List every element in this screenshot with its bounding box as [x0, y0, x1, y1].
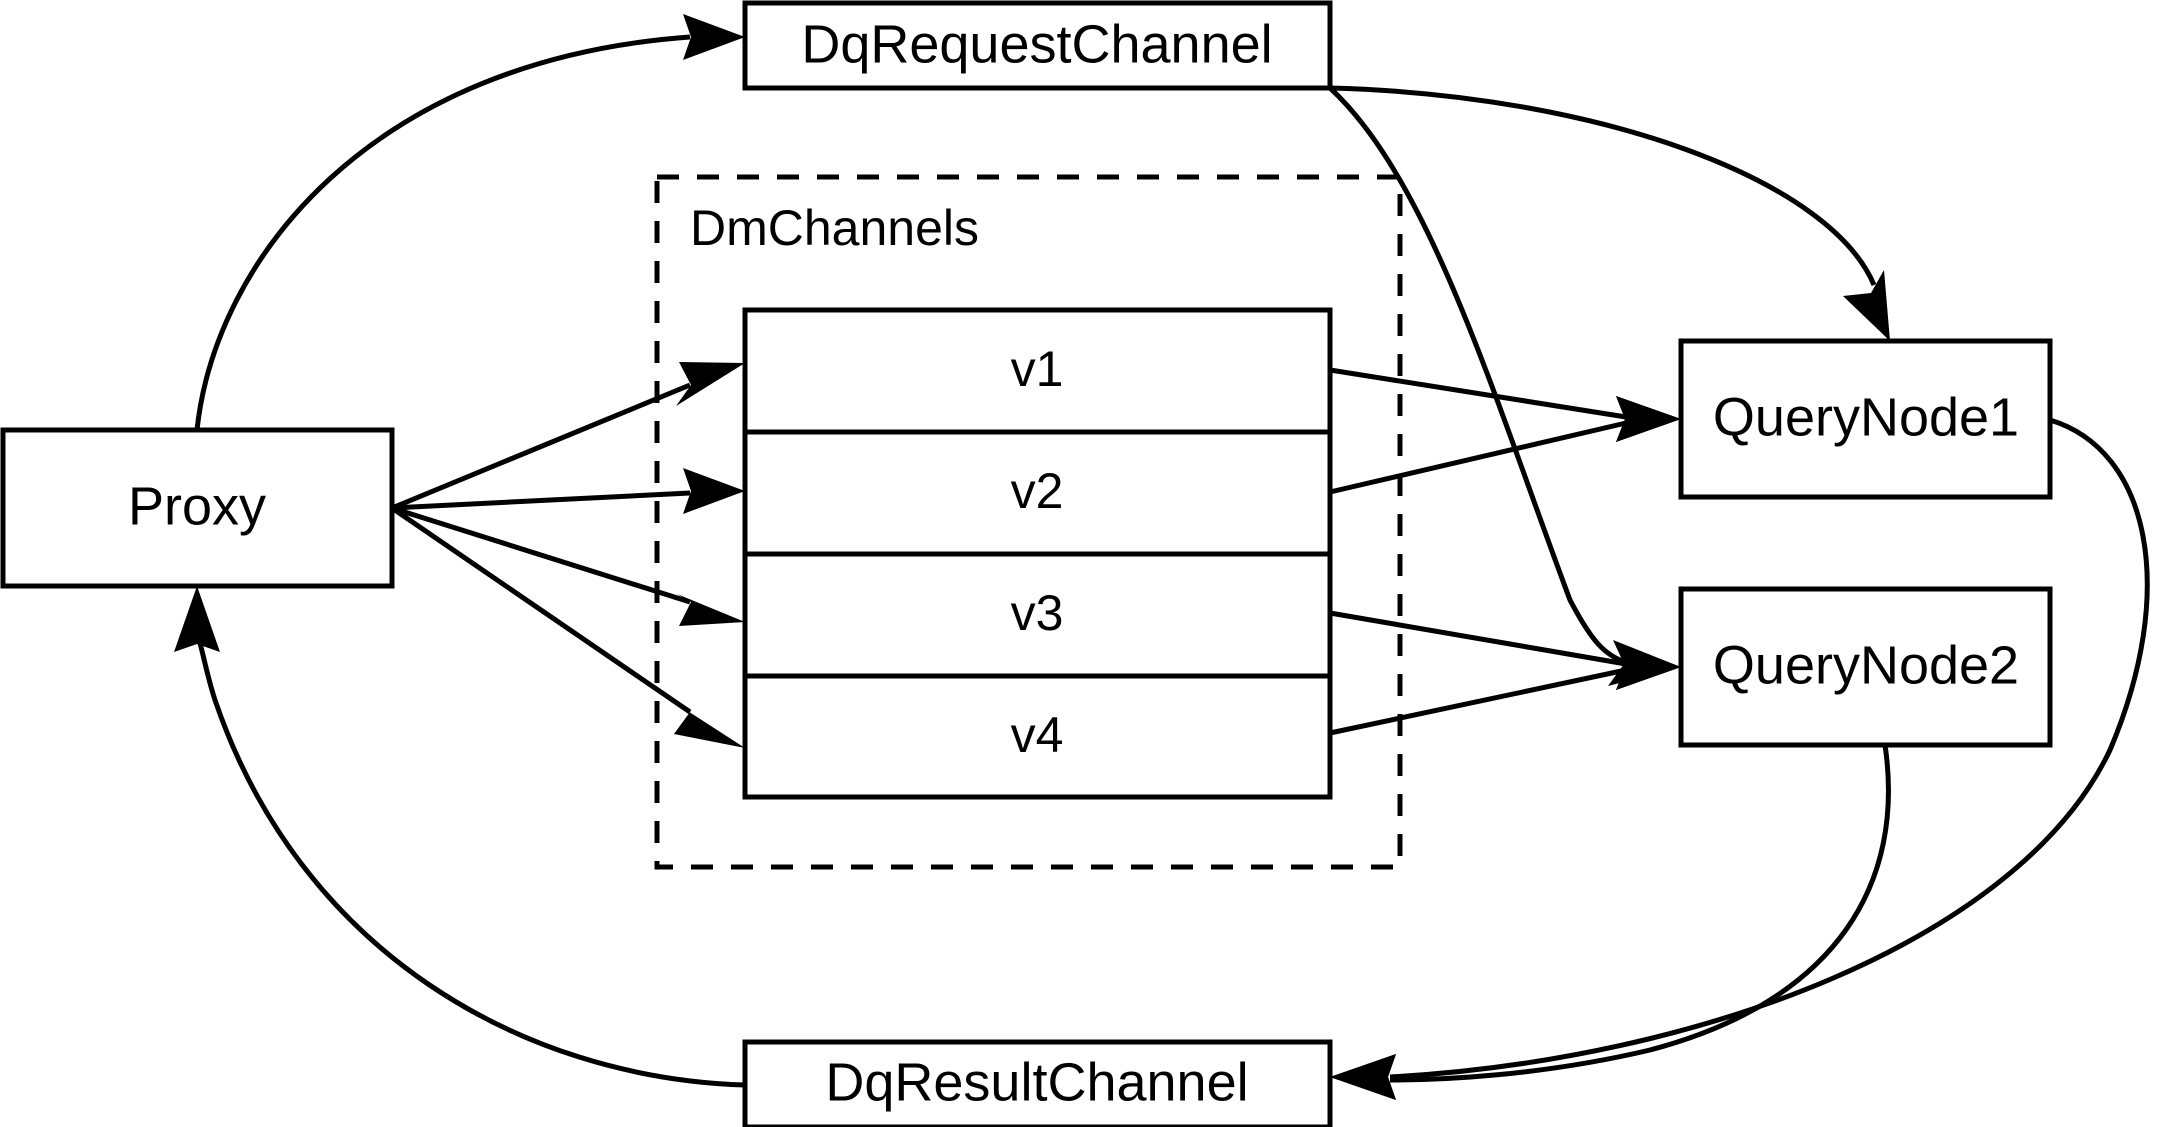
dmchannels-group-border [654, 174, 1403, 870]
arrowhead-icon [674, 706, 745, 748]
node-dqresultchannel-label: DqResultChannel [825, 1052, 1248, 1112]
arrowhead-icon [683, 14, 745, 60]
edge-proxy-to-v4 [390, 505, 745, 748]
node-querynode2-box[interactable] [1678, 586, 2053, 748]
edge-querynode2-to-dqresultchannel [1330, 744, 1891, 1100]
node-querynode2[interactable]: QueryNode2 [1678, 586, 2053, 748]
edge-v4-to-querynode2 [1329, 644, 1681, 736]
node-proxy-box[interactable] [0, 427, 395, 589]
edge-proxy-to-v1 [391, 362, 745, 511]
dmchannels-group: DmChannels [654, 174, 1403, 870]
dmchannels-group-label: DmChannels [690, 200, 979, 256]
channel-row-v1[interactable]: v1 [1011, 341, 1064, 397]
edge-path [1329, 85, 1877, 286]
node-proxy-label: Proxy [128, 476, 266, 536]
edge-path [1389, 744, 1891, 1083]
dmchannels-rows-table: v1 v2 v3 v4 [742, 307, 1333, 800]
edge-path [1329, 667, 1627, 736]
channel-row-v4[interactable]: v4 [1011, 707, 1064, 763]
channel-row-v2[interactable]: v2 [1011, 463, 1064, 519]
node-querynode1-box[interactable] [1678, 338, 2053, 500]
edge-proxy-to-v3 [391, 505, 745, 626]
arrowhead-icon [1843, 270, 1890, 341]
edge-proxy-to-dqrequestchannel [194, 14, 745, 431]
edge-path [391, 382, 691, 511]
node-proxy[interactable]: Proxy [0, 427, 395, 589]
edge-querynode1-to-dqresultchannel [1330, 417, 2150, 1100]
node-dqresultchannel[interactable]: DqResultChannel [742, 1039, 1333, 1127]
edge-path [1328, 86, 1626, 665]
arrowhead-icon [174, 586, 220, 652]
edge-path [390, 505, 692, 715]
node-dqrequestchannel-label: DqRequestChannel [801, 14, 1272, 74]
channel-row-v3[interactable]: v3 [1011, 585, 1064, 641]
node-dqresultchannel-box[interactable] [742, 1039, 1333, 1127]
edge-path [1329, 367, 1627, 420]
edge-proxy-to-v2 [391, 468, 745, 514]
edge-path [194, 34, 691, 431]
node-dqrequestchannel[interactable]: DqRequestChannel [742, 0, 1333, 91]
edge-path [1389, 417, 2150, 1080]
node-querynode1-label: QueryNode1 [1713, 387, 2019, 447]
node-querynode2-label: QueryNode2 [1713, 635, 2019, 695]
arrowhead-icon [677, 594, 745, 626]
edge-path [391, 505, 691, 605]
arrowhead-icon [676, 362, 745, 406]
edge-path [194, 635, 746, 1088]
node-dqrequestchannel-box[interactable] [742, 0, 1333, 91]
arrowhead-icon [1330, 1054, 1396, 1100]
edge-path [1329, 610, 1627, 667]
arrowhead-icon [1616, 396, 1681, 442]
edge-path [1329, 420, 1627, 495]
edge-path [391, 490, 691, 511]
node-querynode1[interactable]: QueryNode1 [1678, 338, 2053, 500]
edge-dqresultchannel-to-proxy [174, 586, 746, 1088]
edge-dqrequestchannel-to-querynode1 [1329, 85, 1890, 341]
arrowhead-icon [1616, 644, 1681, 690]
edge-v2-to-querynode1 [1329, 396, 1681, 495]
arrowhead-icon [683, 468, 745, 514]
